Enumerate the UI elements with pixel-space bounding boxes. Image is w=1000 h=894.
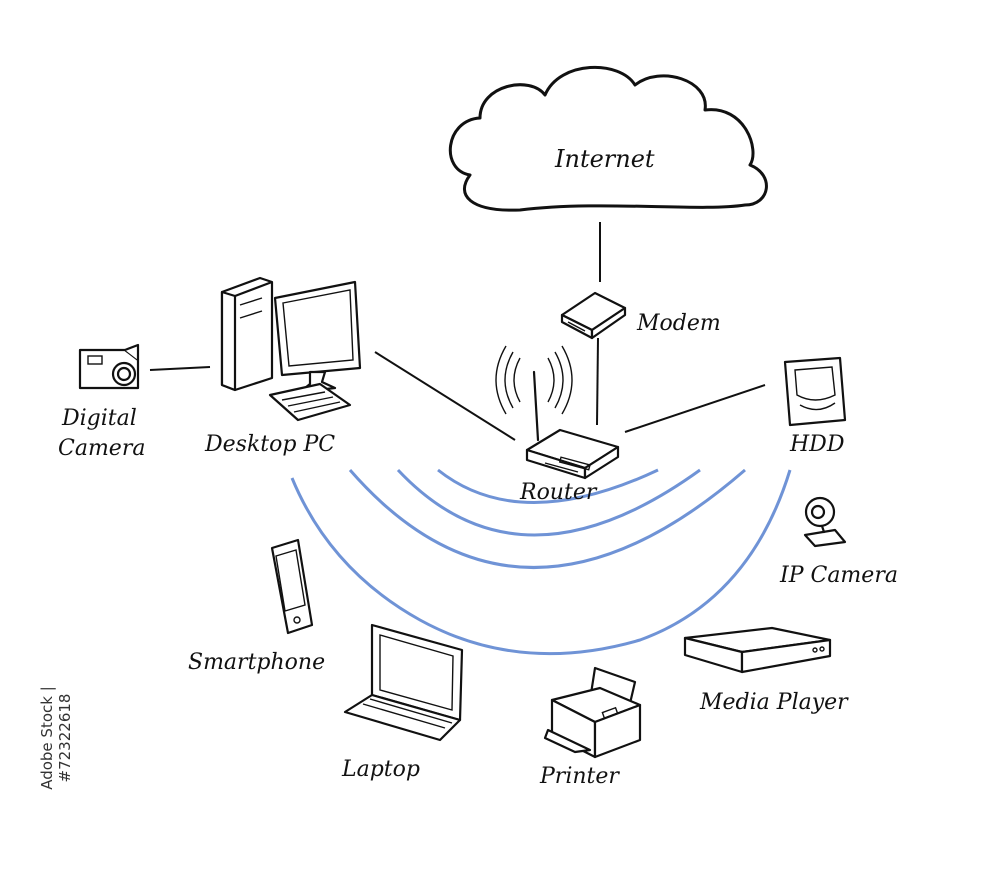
- desktop-pc-label: Desktop PC: [204, 432, 335, 457]
- laptop-icon: [343, 623, 464, 742]
- smartphone-label: Smartphone: [188, 650, 325, 675]
- connection-wires: [149, 222, 766, 441]
- printer-label: Printer: [539, 764, 620, 789]
- wire-pc-router: [374, 351, 516, 441]
- media-player-label: Media Player: [699, 690, 849, 715]
- wave-1: [437, 468, 659, 504]
- wire-modem-router: [596, 337, 599, 426]
- media-player-icon: [683, 626, 832, 674]
- stock-stamp: Adobe Stock | #72322618: [38, 686, 74, 790]
- digital-camera-label-2: Camera: [58, 436, 145, 461]
- router-icon: [495, 345, 620, 480]
- digital-camera-label-1: Digital: [61, 406, 137, 431]
- ip-camera-label: IP Camera: [779, 563, 898, 588]
- wave-3: [348, 468, 746, 569]
- wave-4: [290, 469, 792, 656]
- ip-camera-icon: [803, 496, 847, 548]
- modem-label: Modem: [636, 311, 721, 336]
- wireless-waves: [290, 468, 792, 656]
- desktop-pc-icon: [220, 276, 362, 422]
- smartphone-icon: [270, 538, 314, 635]
- digital-camera-icon: [78, 343, 140, 390]
- laptop-label: Laptop: [341, 757, 420, 782]
- wire-router-hdd: [624, 384, 766, 433]
- printer-icon: [543, 666, 642, 759]
- router-label: Router: [519, 480, 598, 505]
- hdd-icon: [783, 356, 847, 427]
- wave-2: [396, 468, 701, 537]
- cloud-icon: [448, 65, 768, 212]
- hdd-label: HDD: [789, 432, 845, 457]
- internet-label: Internet: [554, 145, 655, 173]
- wire-camera-pc: [149, 366, 211, 371]
- modem-icon: [560, 291, 627, 340]
